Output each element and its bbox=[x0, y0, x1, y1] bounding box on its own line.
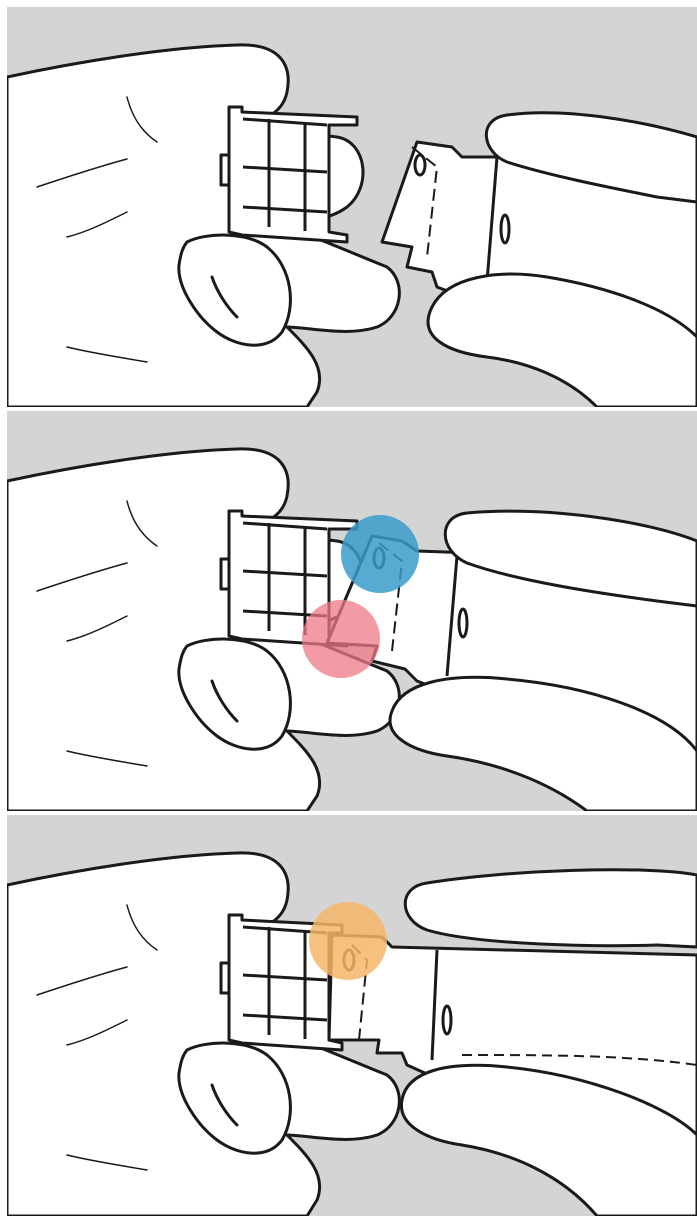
attached-pin-highlight bbox=[309, 902, 387, 980]
step-1-illustration bbox=[7, 7, 697, 407]
upper-pin-highlight bbox=[341, 515, 419, 593]
step-2-panel bbox=[7, 411, 697, 811]
step-2-illustration bbox=[7, 411, 697, 811]
step-3-panel bbox=[7, 815, 697, 1216]
lower-pin-highlight bbox=[302, 600, 380, 678]
step-3-illustration bbox=[7, 815, 697, 1216]
step-1-panel bbox=[7, 7, 697, 407]
